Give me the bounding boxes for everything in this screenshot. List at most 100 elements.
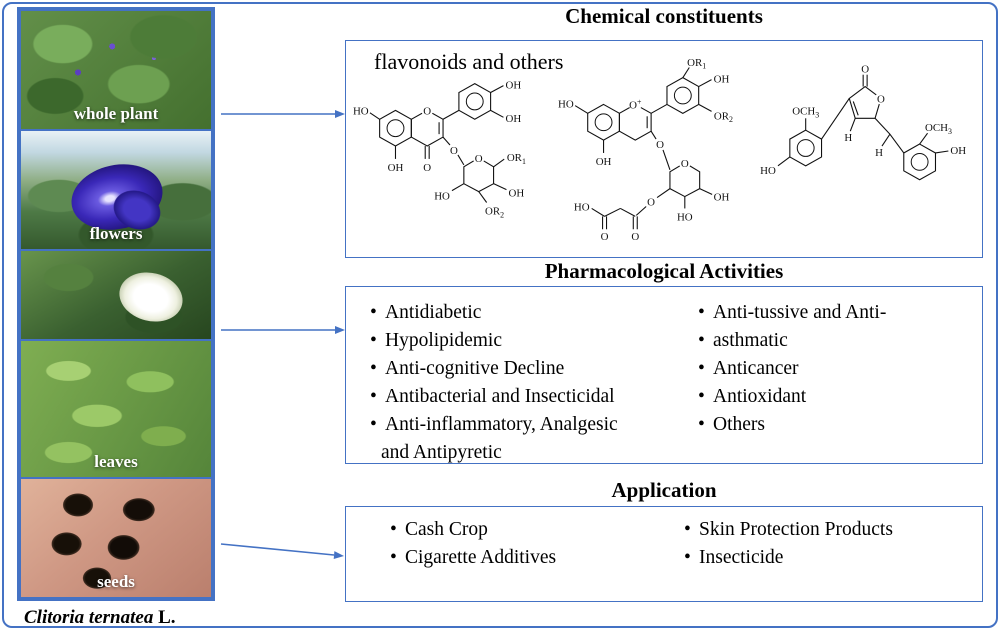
atom-label: O (421, 160, 434, 174)
white-flower-shape (114, 265, 188, 329)
photo-white-flower (21, 251, 211, 341)
application-item: Skin Protection Products (684, 516, 893, 544)
svg-text:O: O (877, 93, 885, 105)
atom-label: OH (503, 78, 524, 92)
photo-label-leaves: leaves (94, 452, 138, 471)
application-list-right: Skin Protection Products Insecticide (684, 516, 893, 572)
atom-label: O (645, 195, 658, 208)
svg-text:HO: HO (677, 211, 693, 223)
activity-item: Anti-tussive and Anti- (698, 299, 886, 327)
photo-label-seeds: seeds (97, 572, 135, 591)
chemical-structure-flavonol-glycoside: HO OH O O OH OH O O OR1 OH OR2 HO (350, 78, 530, 219)
atom-label: H (873, 146, 885, 159)
atom-label: OH (593, 154, 614, 168)
svg-text:OH: OH (506, 80, 522, 92)
atom-label: O (421, 104, 434, 117)
svg-text:O: O (423, 162, 431, 174)
pharmacology-box: Antidiabetic Hypolipidemic Anti-cognitiv… (345, 286, 983, 464)
svg-text:O: O (647, 196, 655, 208)
section-title-application: Application (611, 478, 717, 502)
atom-label: O (598, 230, 611, 243)
arrow-to-application (220, 543, 344, 559)
chemical-structure-anthocyanin-glycoside: HO OH O+ OR1 OH OR2 O O OH HO O O O HO (556, 54, 737, 243)
svg-text:O: O (450, 145, 458, 157)
atom-label: HO (556, 96, 576, 110)
svg-text:H: H (875, 147, 883, 159)
svg-text:O: O (423, 105, 431, 117)
application-box: Cash Crop Cigarette Additives Skin Prote… (345, 506, 983, 602)
species-name: Clitoria ternatea (24, 607, 154, 628)
svg-text:OCH3: OCH3 (792, 105, 819, 119)
atom-label: OH (506, 186, 527, 200)
application-list-left: Cash Crop Cigarette Additives (390, 516, 556, 572)
svg-text:O: O (631, 231, 639, 243)
atom-label: OCH3 (923, 120, 954, 136)
chemical-subtitle: flavonoids and others (374, 49, 564, 74)
atom-label: OR1 (503, 149, 530, 166)
svg-text:OH: OH (950, 145, 966, 157)
atom-label: O (629, 230, 642, 243)
atom-label: OH (948, 143, 969, 157)
atom-label: OH (711, 190, 732, 204)
atom-label: O (448, 144, 460, 157)
atom-label: O (654, 138, 666, 151)
application-item: Cigarette Additives (390, 544, 556, 572)
atom-label: H (842, 131, 854, 144)
photo-flowers: flowers (21, 131, 211, 251)
svg-text:OR1: OR1 (687, 57, 706, 71)
atom-label: O (472, 151, 485, 165)
photo-leaves: leaves (21, 341, 211, 479)
species-authority: L. (158, 607, 176, 628)
pharmacology-list-right: Anti-tussive and Anti- asthmatic Antican… (698, 299, 886, 439)
chemical-structures: HO OH O O OH OH O O OR1 OH OR2 HO (350, 54, 969, 243)
pharmacology-list-left: Antidiabetic Hypolipidemic Anti-cognitiv… (370, 299, 618, 467)
svg-text:O: O (656, 139, 664, 151)
svg-text:HO: HO (760, 165, 776, 177)
atom-label: O+ (628, 97, 642, 111)
atom-label: HO (432, 189, 452, 203)
atom-label: O (859, 62, 872, 76)
svg-text:OH: OH (388, 162, 404, 174)
atom-label: O (678, 156, 691, 170)
figure-caption: Clitoria ternatea L. (24, 607, 176, 629)
atom-label: OR1 (683, 54, 710, 71)
photo-label-flowers: flowers (89, 224, 143, 243)
section-title-chemical: Chemical constituents (565, 4, 763, 28)
svg-text:O: O (475, 153, 483, 165)
svg-text:HO: HO (434, 191, 450, 203)
activity-item-continuation: and Antipyretic (381, 442, 502, 463)
atom-label: OCH3 (790, 103, 821, 119)
svg-text:O: O (861, 64, 869, 76)
atom-label: HO (571, 200, 592, 213)
activity-item: Antibacterial and Insecticidal (370, 383, 618, 411)
chemical-structure-lignan-lactone: O O OCH3 HO H H OCH3 OH (758, 62, 969, 181)
application-item: Cash Crop (390, 516, 556, 544)
svg-text:OR1: OR1 (507, 152, 526, 166)
section-title-pharmacology: Pharmacological Activities (544, 259, 784, 283)
activity-item: Antidiabetic (370, 299, 618, 327)
svg-text:OH: OH (506, 113, 522, 125)
activity-item: asthmatic (698, 327, 886, 355)
photo-whole-plant: whole plant (21, 11, 211, 131)
atom-label: OR2 (710, 108, 737, 124)
activity-item: Hypolipidemic (370, 327, 618, 355)
svg-text:OR2: OR2 (485, 205, 504, 219)
chemical-box: flavonoids and others (345, 40, 983, 258)
svg-text:OR2: OR2 (714, 110, 733, 124)
svg-text:OH: OH (714, 192, 730, 204)
activity-item: Anti-inflammatory, Analgesic (370, 411, 618, 439)
activity-item: Anticancer (698, 355, 886, 383)
atom-label: OH (711, 72, 732, 86)
svg-text:O: O (601, 231, 609, 243)
svg-text:O+: O+ (629, 97, 642, 111)
photo-seeds: seeds (21, 479, 211, 597)
svg-text:OCH3: OCH3 (925, 122, 952, 136)
svg-text:HO: HO (558, 98, 574, 110)
atom-label: HO (758, 163, 778, 177)
atom-label: HO (350, 103, 371, 117)
svg-text:O: O (681, 158, 689, 170)
svg-text:OH: OH (714, 74, 730, 86)
